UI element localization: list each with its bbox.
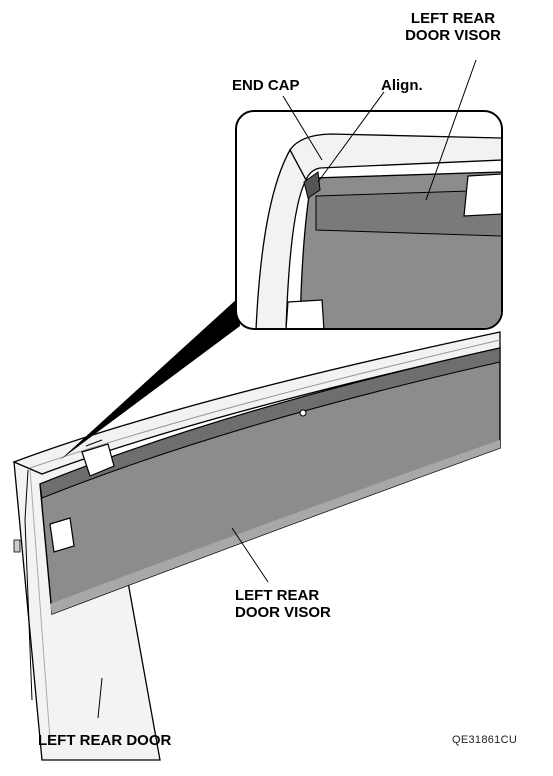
figure-code: QE31861CU [452,734,518,746]
label-visor-main: LEFT REAR DOOR VISOR [235,587,331,621]
zoom-connector [60,298,240,460]
label-visor-detail: LEFT REAR DOOR VISOR [390,10,516,44]
visor-clip [49,517,75,553]
rear-door-visor [39,347,501,615]
window-frame-top [12,331,501,475]
label-visor-main-line1: LEFT REAR [235,587,320,604]
label-align: Align. [381,77,423,94]
end-cap [81,439,115,477]
detail-inset [235,110,503,330]
label-door: LEFT REAR DOOR [38,732,172,749]
label-end-cap: END CAP [232,77,300,94]
label-visor-detail-line1: LEFT REAR [410,10,496,27]
label-visor-detail-line2: DOOR VISOR [405,27,501,44]
label-visor-main-line2: DOOR VISOR [235,604,331,621]
leader-lines [97,59,477,719]
